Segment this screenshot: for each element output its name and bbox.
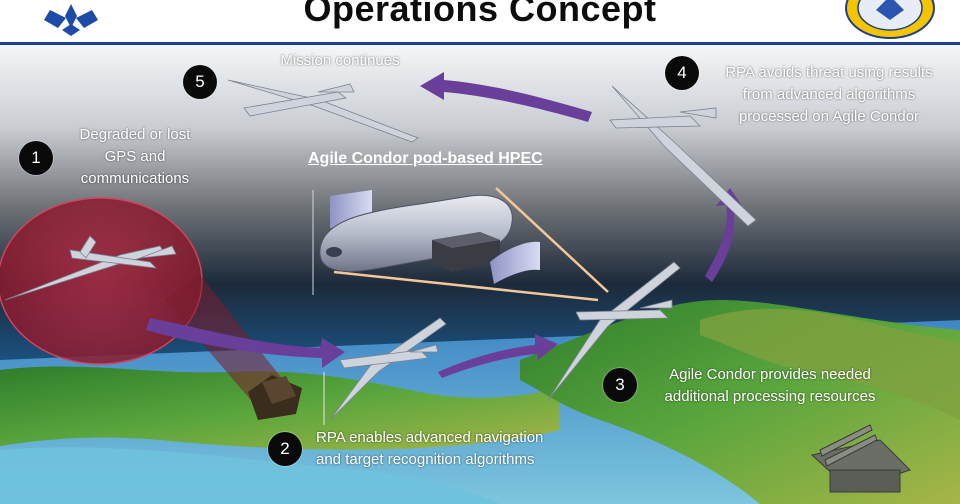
step-4-line: RPA avoids threat using results	[725, 64, 933, 81]
step-3-line: Agile Condor provides needed	[669, 366, 871, 383]
ground-radar-icon	[248, 375, 302, 420]
afrl-logo	[845, 0, 935, 39]
flight-arrow-1-2	[146, 318, 345, 368]
page-title: Operations Concept	[303, 0, 657, 29]
step-2-badge: 2	[268, 432, 302, 466]
step-4-badge: 4	[665, 56, 699, 90]
threat-zone	[0, 197, 203, 365]
step-1-line: GPS and	[104, 148, 166, 165]
step-1-line: communications	[80, 170, 190, 187]
step-4-text: RPA avoids threat using results from adv…	[704, 62, 954, 128]
step-2-line: and target recognition algorithms	[316, 451, 535, 468]
step-5-badge: 5	[183, 65, 217, 99]
step-5-text: Mission continues	[250, 50, 430, 72]
header-bar: Operations Concept	[0, 0, 960, 44]
step-2-text: RPA enables advanced navigation and targ…	[316, 427, 596, 471]
step-2-line: RPA enables advanced navigation	[316, 429, 544, 446]
step-1-badge: 1	[19, 141, 53, 175]
pod-link-line	[495, 187, 609, 293]
agile-condor-pod-icon	[319, 190, 540, 284]
flight-arrow-2-3	[438, 334, 558, 378]
step-3-badge: 3	[603, 368, 637, 402]
pod-link-line	[333, 270, 599, 302]
header-rule	[0, 42, 960, 45]
usaf-logo	[44, 4, 98, 36]
step-5-line: Mission continues	[280, 52, 400, 69]
step-1-text: Degraded or lost GPS and communications	[60, 124, 210, 190]
step-3-line: additional processing resources	[664, 388, 876, 405]
pod-label: Agile Condor pod-based HPEC	[308, 150, 543, 167]
missile-launcher-icon	[810, 424, 911, 493]
step-3-text: Agile Condor provides needed additional …	[640, 364, 900, 408]
rpa-aircraft-icon	[4, 79, 757, 421]
step-4-line: processed on Agile Condor	[738, 108, 920, 125]
step-1-line: Degraded or lost	[79, 126, 191, 143]
step-4-line: from advanced algorithms	[742, 86, 916, 103]
flight-arrow-4-5	[420, 72, 592, 122]
